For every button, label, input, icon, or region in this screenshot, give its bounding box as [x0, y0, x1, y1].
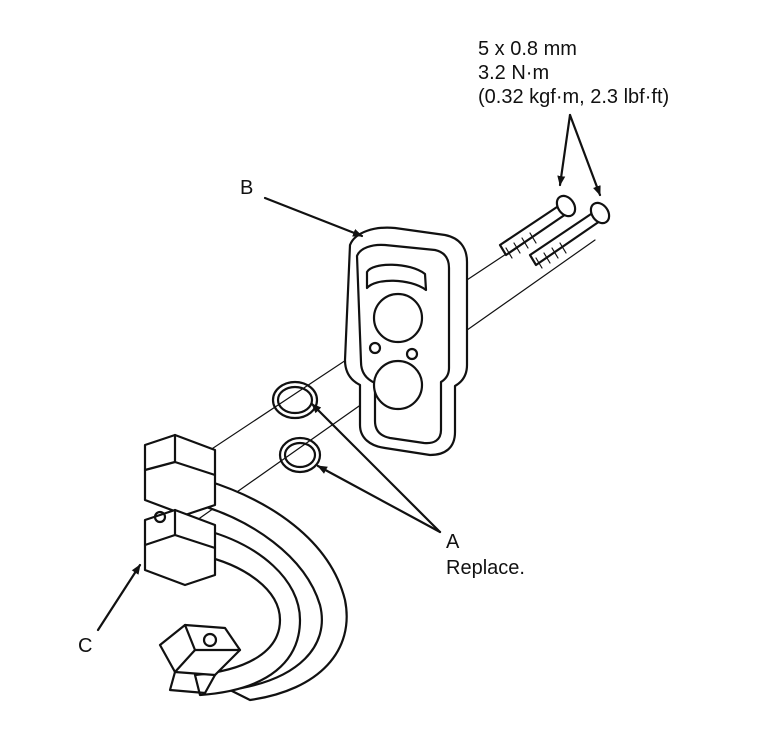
callout-c: C: [78, 635, 93, 657]
leader-arrows: [96, 113, 602, 632]
callout-b: B: [240, 177, 254, 199]
bolt-size-label: 5 x 0.8 mm: [478, 38, 577, 60]
o-rings-a: [271, 380, 322, 474]
expansion-valve-b: [343, 226, 469, 457]
torque-nm-label: 3.2 N·m: [478, 62, 550, 84]
bolts: [498, 194, 611, 269]
pipe-assembly-c: [143, 433, 348, 702]
callout-a-note: Replace.: [446, 557, 525, 579]
callout-a: A: [446, 531, 460, 553]
torque-imperial-label: (0.32 kgf·m, 2.3 lbf·ft): [478, 86, 670, 108]
